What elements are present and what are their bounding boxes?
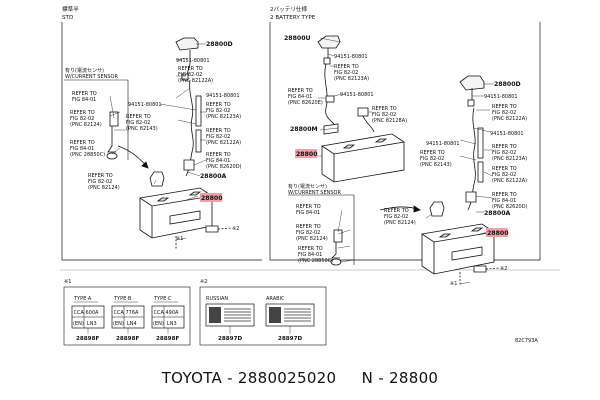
en-label: (EN) (153, 321, 164, 327)
cca-label: CCA (114, 310, 125, 316)
callout-l-94151-b: 94151-80801 (128, 102, 162, 108)
lang-label-1: ARABIC 28897D (265, 296, 315, 342)
cca-label: CCA (74, 310, 85, 316)
callout-l-28800M: 28800M (290, 126, 318, 133)
cca-value: 600A (86, 310, 100, 316)
battery2-title-en: 2 BATTERY TYPE (270, 15, 316, 21)
callout-l-note1-a: ※1 (176, 236, 183, 242)
lang-name: RUSSIAN (206, 296, 228, 302)
cca-value: 776A (126, 310, 140, 316)
callout-l-28800D-b: 28800D (494, 81, 521, 88)
callout-l-note2-a: ※2 (232, 226, 239, 232)
figure-code: 82C793A (515, 338, 538, 344)
callout-l-94151-c: 94151-80801 (206, 93, 240, 99)
highlight-28800-b (295, 149, 317, 158)
callout-l-94151-f: 94151-80801 (484, 94, 518, 100)
callout-l-note2-b: ※2 (500, 266, 507, 272)
ln-label: LN3 (167, 321, 177, 327)
callout-l-94151-h: 94151-80801 (426, 141, 460, 147)
type-name: TYPE B (113, 296, 132, 302)
callout-l-28800D-a: 28800D (206, 41, 233, 48)
highlight-28800-a (200, 193, 222, 202)
part-number: 28897D (278, 336, 302, 342)
callout-l-28800U: 28800U (284, 35, 311, 42)
part-number: 28898F (76, 336, 99, 342)
ln-label: LN4 (127, 321, 137, 327)
callout-l-28800A-b: 28800A (484, 210, 511, 217)
en-label: (EN) (113, 321, 124, 327)
callout-l-28800-b: 28800 (296, 151, 318, 158)
cca-value: 490A (166, 310, 180, 316)
type-name: TYPE C (153, 296, 172, 302)
part-number: 28898F (156, 336, 179, 342)
callout-l-94151-d: 94151-80801 (334, 54, 368, 60)
lang-name: ARABIC (266, 296, 285, 302)
callout-l-28800-a: 28800 (201, 195, 223, 202)
footer-part-number: TOYOTA - 2880025020 N - 28800 (161, 369, 439, 387)
part-number: 28898F (116, 336, 139, 342)
sensor-title-jp-a: 有り(電流センサ) (65, 67, 104, 74)
sensor-group-box (64, 79, 355, 265)
std-title-en: STD (62, 15, 73, 21)
highlight-28800-c (486, 228, 508, 237)
sensor-title-en-b: W/CURRENT SENSOR (288, 190, 341, 196)
cca-label: CCA (154, 310, 165, 316)
callout-l-28800A-a: 28800A (200, 173, 227, 180)
callout-l-28800-c: 28800 (487, 230, 509, 237)
part-number: 28897D (218, 336, 242, 342)
battery2-drawing (317, 35, 501, 286)
battery2-title-jp: 2バッテリ仕様 (270, 5, 308, 13)
callout-l-94151-g: 94151-80801 (490, 131, 524, 137)
sensor-title-jp-b: 有り(電流センサ) (288, 183, 327, 190)
std-drawing (106, 37, 233, 250)
type-name: TYPE A (73, 296, 92, 302)
callout-l-note1-b: ※1 (450, 281, 457, 287)
en-label: (EN) (73, 321, 84, 327)
note1-mark: ※1 (64, 279, 71, 285)
std-leaders (109, 43, 207, 241)
lang-label-0: RUSSIAN 28897D (205, 296, 255, 342)
note2-mark: ※2 (200, 279, 207, 285)
sensor-title-en-a: W/CURRENT SENSOR (65, 74, 118, 80)
std-title-jp: 標準半 (62, 5, 79, 13)
callout-l-94151-a: 94151-80801 (176, 58, 210, 64)
ln-label: LN3 (87, 321, 97, 327)
note-frames (63, 286, 327, 346)
note2-labels: RUSSIAN 28897D ARABIC 28897D (205, 296, 315, 342)
callout-l-94151-e: 94151-80801 (340, 92, 374, 98)
